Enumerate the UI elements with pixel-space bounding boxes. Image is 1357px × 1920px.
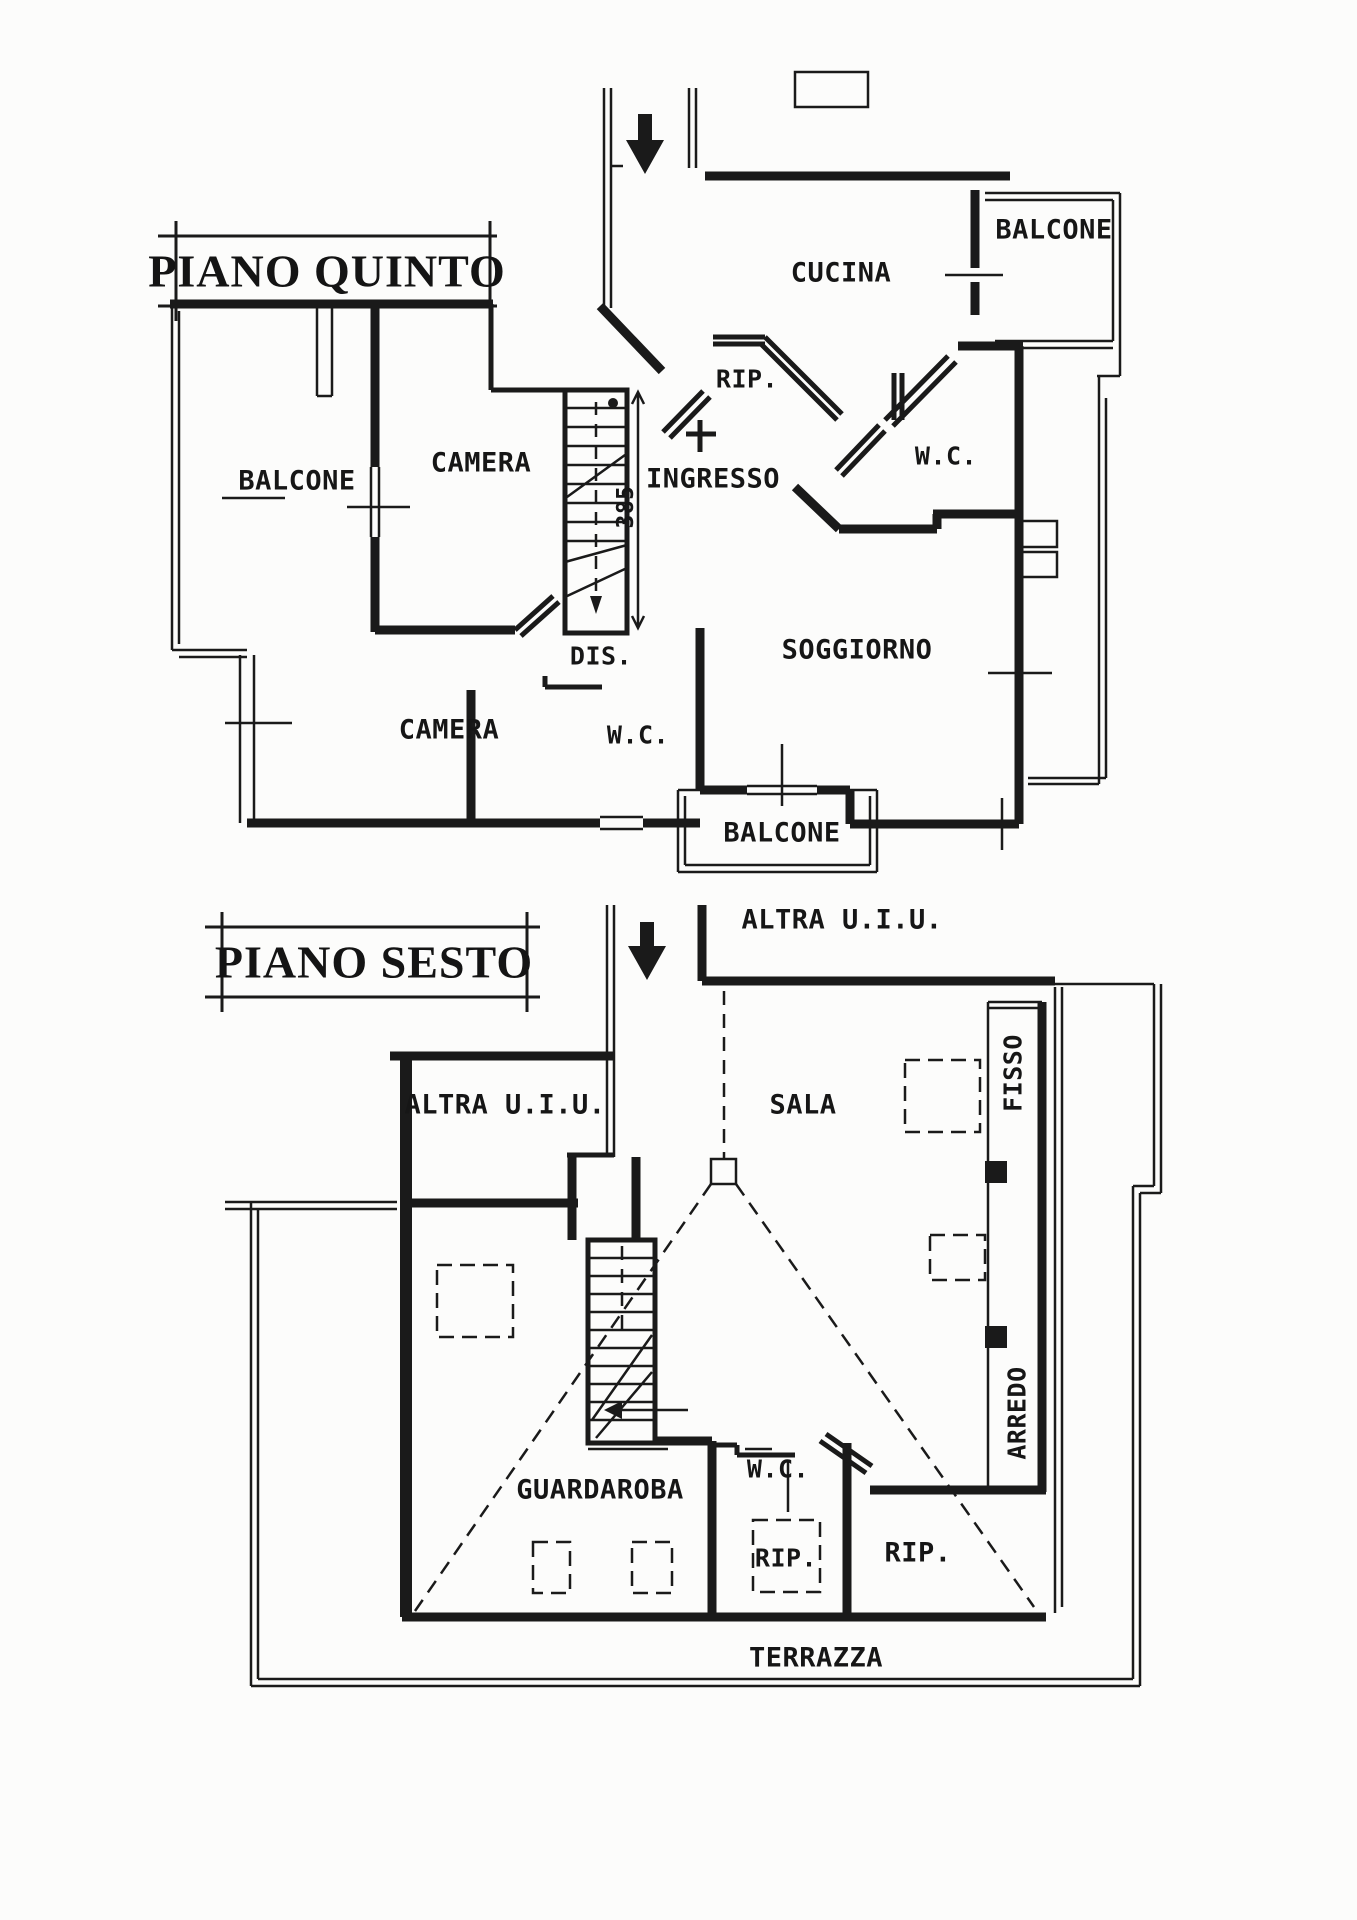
title-box-sesto bbox=[205, 912, 540, 1012]
label-fisso: FISSO bbox=[998, 1034, 1028, 1112]
lines-thin bbox=[225, 905, 1163, 1688]
room-label-camera-bottom: CAMERA bbox=[398, 714, 500, 746]
room-label-wc: W.C. bbox=[746, 1454, 810, 1484]
room-label-balcone-bottom: BALCONE bbox=[723, 817, 841, 849]
walls-medium bbox=[567, 1152, 874, 1476]
room-label-terrazza: TERRAZZA bbox=[748, 1642, 884, 1674]
room-label-dis: DIS. bbox=[569, 641, 633, 671]
room-label-cucina: CUCINA bbox=[790, 257, 892, 289]
entrance-arrow-icon bbox=[628, 922, 666, 980]
room-label-camera-top: CAMERA bbox=[430, 447, 532, 479]
room-label-rip-room: RIP. bbox=[884, 1537, 952, 1569]
stair-direction-arrowhead bbox=[604, 1401, 622, 1419]
stair-newel-dot bbox=[608, 398, 618, 408]
furniture-dashed bbox=[435, 1058, 987, 1595]
floor-title-sesto: PIANO SESTO bbox=[214, 936, 534, 988]
room-label-ingresso: INGRESSO bbox=[645, 463, 781, 495]
room-label-altra-uiu-top: ALTRA U.I.U. bbox=[741, 904, 943, 936]
room-label-rip: RIP. bbox=[715, 364, 779, 394]
walls-medium bbox=[488, 304, 958, 690]
room-label-wc-top: W.C. bbox=[914, 441, 978, 471]
floor-plan-quinto bbox=[158, 70, 1122, 874]
roof-slope-dashed bbox=[413, 991, 1036, 1612]
room-label-soggiorno: SOGGIORNO bbox=[781, 634, 933, 666]
walls-thick bbox=[390, 905, 1055, 1622]
stair-dimension-385: 385 bbox=[613, 485, 639, 529]
fixture-square-bottom bbox=[985, 1326, 1007, 1348]
floor-title-quinto: PIANO QUINTO bbox=[148, 245, 506, 297]
walls-thick bbox=[170, 171, 1024, 829]
room-label-rip-closet: RIP. bbox=[754, 1543, 818, 1573]
room-label-balcone-left: BALCONE bbox=[238, 465, 356, 497]
room-label-altra-uiu-left: ALTRA U.I.U. bbox=[404, 1089, 606, 1121]
entrance-arrow-icon bbox=[626, 114, 664, 174]
label-arredo: ARREDO bbox=[1002, 1366, 1032, 1460]
lines-thin bbox=[170, 70, 1122, 874]
room-label-guardaroba: GUARDAROBA bbox=[516, 1474, 684, 1506]
floor-plan-sesto bbox=[205, 905, 1163, 1688]
room-label-wc-bottom: W.C. bbox=[606, 720, 670, 750]
fixture-square-top bbox=[985, 1161, 1007, 1183]
room-label-sala: SALA bbox=[769, 1089, 837, 1121]
room-label-balcone-top-right: BALCONE bbox=[995, 214, 1113, 246]
stair-down-arrow-icon bbox=[590, 596, 602, 614]
